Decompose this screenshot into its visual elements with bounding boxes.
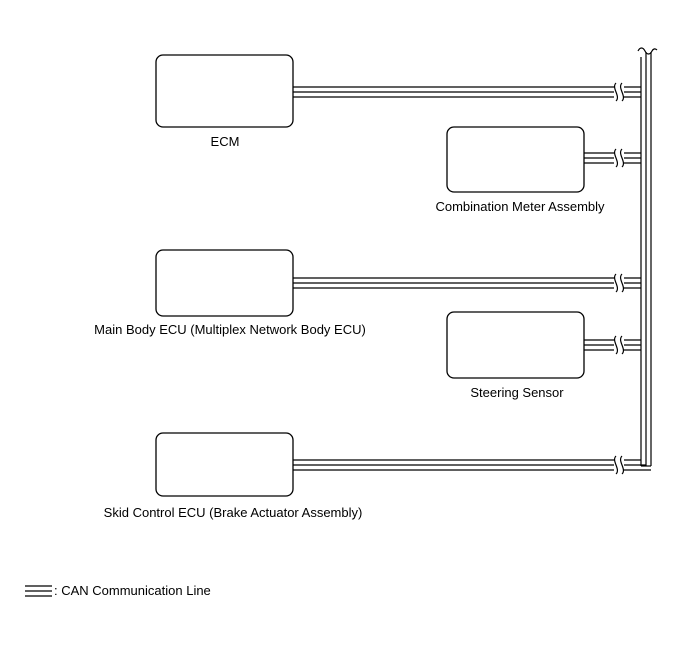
skid-control-ecu-box xyxy=(155,432,294,497)
legend-line-symbol xyxy=(25,585,52,597)
ecm-box xyxy=(155,54,294,128)
combination-meter-can-line xyxy=(584,148,641,168)
legend-label: : CAN Communication Line xyxy=(54,583,211,598)
combination-meter-box xyxy=(446,126,585,193)
steering-sensor-can-line xyxy=(584,335,641,355)
skid-control-ecu-label: Skid Control ECU (Brake Actuator Assembl… xyxy=(104,505,363,520)
main-body-ecu-label: Main Body ECU (Multiplex Network Body EC… xyxy=(94,322,366,337)
ecm-can-line xyxy=(293,82,641,102)
steering-sensor-label: Steering Sensor xyxy=(470,385,564,400)
combination-meter-label: Combination Meter Assembly xyxy=(435,199,605,214)
main-body-ecu-box xyxy=(155,249,294,317)
skid-control-ecu-can-line xyxy=(293,455,651,475)
main-body-ecu-can-line xyxy=(293,273,641,293)
can-trunk xyxy=(640,52,652,467)
trunk-break-mark xyxy=(637,47,658,55)
steering-sensor-box xyxy=(446,311,585,379)
ecm-label: ECM xyxy=(211,134,240,149)
